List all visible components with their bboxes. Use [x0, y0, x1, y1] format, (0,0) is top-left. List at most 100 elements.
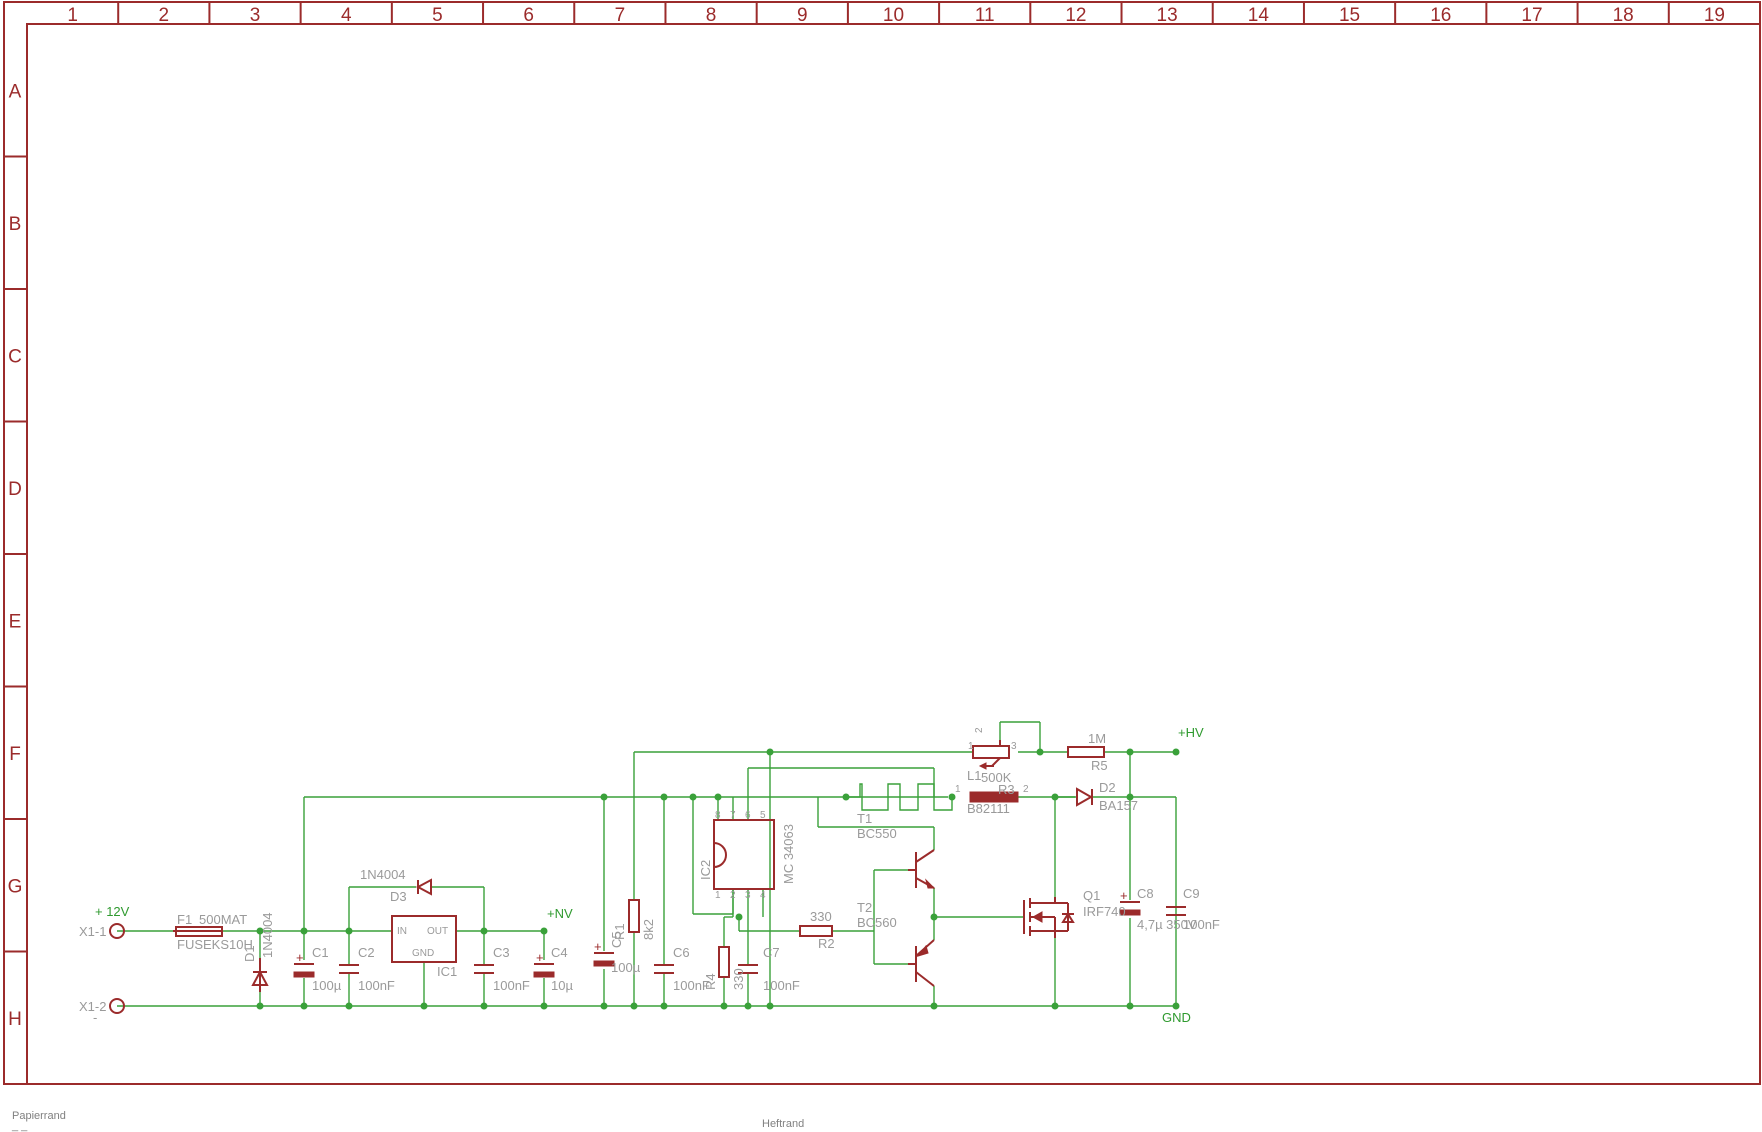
ic2-value: MC 34063 [781, 824, 796, 884]
fuse-f1-name: F1 [177, 912, 192, 927]
potentiometer-r3-value: 500K [981, 770, 1012, 785]
transistor-t2-value: BC560 [857, 915, 897, 930]
resistor-r1-value: 8k2 [641, 919, 656, 940]
transistor-t2-symbol [908, 939, 935, 987]
binding-edge-label: Heftrand [762, 1118, 804, 1130]
row-label-D: D [8, 479, 22, 500]
potentiometer-r3-name: R3 [998, 782, 1015, 797]
row-label-G: G [8, 876, 23, 897]
inductor-l1-value: B82111 [967, 801, 1010, 816]
capacitor-c2-name: C2 [358, 945, 375, 960]
capacitor-c1-name: C1 [312, 945, 329, 960]
ic1-pin-out: OUT [427, 926, 448, 937]
connector-x1-1-label: X1-1 [79, 924, 106, 939]
resistor-r5-name: R5 [1091, 758, 1108, 773]
column-label-9: 9 [797, 5, 808, 26]
diode-d3-value: 1N4004 [360, 867, 406, 882]
junctions [256, 748, 1180, 1010]
capacitor-c2-symbol [339, 964, 359, 974]
mosfet-q1-value: IRF740 [1083, 904, 1126, 919]
row-label-B: B [9, 214, 22, 235]
row-label-C: C [8, 346, 22, 367]
diode-d2-value: BA157 [1099, 798, 1138, 813]
mosfet-q1-symbol [1023, 897, 1075, 938]
column-label-12: 12 [1065, 5, 1086, 26]
potentiometer-r3-symbol [972, 740, 1010, 770]
capacitor-c6-value: 100nF [673, 978, 710, 993]
ic2-pin-2: 2 [730, 890, 736, 901]
transistor-t1-symbol [908, 849, 936, 889]
resistor-r1-name: R1 [612, 923, 627, 940]
resistor-r5-value: 1M [1088, 731, 1106, 746]
pot-pin-2: 2 [974, 727, 985, 733]
net-label-vin: + 12V [95, 904, 130, 919]
row-label-E: E [9, 611, 22, 632]
diode-d1-symbol [251, 958, 269, 992]
capacitor-c6-name: C6 [673, 945, 690, 960]
column-label-6: 6 [523, 5, 534, 26]
diode-d3-symbol [415, 878, 432, 896]
connector-x1-2-label: X1-2 [79, 999, 106, 1014]
ic2-pin-7: 7 [730, 810, 736, 821]
column-label-3: 3 [250, 5, 261, 26]
capacitor-c3-name: C3 [493, 945, 510, 960]
column-label-7: 7 [615, 5, 626, 26]
resistor-r5-symbol [1067, 746, 1105, 758]
mosfet-q1-name: Q1 [1083, 888, 1100, 903]
column-label-18: 18 [1613, 5, 1634, 26]
capacitor-c5-value: 100µ [611, 960, 641, 975]
connector-x1-2-symbol [109, 998, 125, 1014]
column-label-2: 2 [159, 5, 170, 26]
column-label-5: 5 [432, 5, 443, 26]
ic2-name: IC2 [698, 860, 713, 880]
column-label-4: 4 [341, 5, 352, 26]
capacitor-c9-value: 100nF [1183, 917, 1220, 932]
wires [117, 721, 1177, 1007]
capacitor-c5-symbol: + [593, 939, 615, 967]
net-label-hv: +HV [1178, 725, 1204, 740]
transistor-t1-name: T1 [857, 811, 872, 826]
capacitor-c1-value: 100µ [312, 978, 342, 993]
column-label-13: 13 [1157, 5, 1178, 26]
svg-text:+: + [1120, 888, 1128, 903]
capacitor-c4-value: 10µ [551, 978, 573, 993]
column-label-14: 14 [1248, 5, 1270, 26]
diode-d2-name: D2 [1099, 780, 1116, 795]
column-label-1: 1 [67, 5, 78, 26]
column-label-8: 8 [706, 5, 717, 26]
capacitor-c8-name: C8 [1137, 886, 1154, 901]
column-label-10: 10 [883, 5, 904, 26]
trace-serpentine [846, 783, 953, 811]
ic2-pin-6: 6 [745, 810, 751, 821]
svg-text:+: + [536, 950, 544, 965]
coil-pin-2: 2 [1023, 784, 1029, 795]
resistor-r1-symbol [628, 899, 640, 933]
capacitor-c8-symbol: + [1119, 888, 1141, 916]
resistor-r2-symbol [799, 925, 833, 937]
transistor-t1-value: BC550 [857, 826, 897, 841]
ic2-top-pin-numbers: 8 7 6 5 [715, 810, 766, 821]
ic2-mc34063-symbol [713, 819, 775, 890]
diode-d1-name: D1 [242, 945, 257, 962]
resistor-r2-name: R2 [818, 936, 835, 951]
ic1-pin-in: IN [397, 926, 407, 937]
resistor-r4-value: 330 [731, 968, 746, 990]
row-label-F: F [9, 744, 21, 765]
inductor-l1-name: L1 [967, 768, 981, 783]
ic2-pin-3: 3 [745, 890, 751, 901]
coil-pin-1: 1 [955, 784, 961, 795]
capacitor-c9-name: C9 [1183, 886, 1200, 901]
paper-edge-marker: _ _ [11, 1120, 28, 1132]
ic1-name: IC1 [437, 964, 457, 979]
net-label-nv: +NV [547, 906, 573, 921]
resistor-r2-value: 330 [810, 909, 832, 924]
column-label-17: 17 [1521, 5, 1542, 26]
capacitor-c1-symbol: + [293, 950, 315, 978]
capacitor-c7-value: 100nF [763, 978, 800, 993]
svg-text:+: + [296, 950, 304, 965]
connector-x1-1-symbol [109, 923, 125, 939]
capacitor-c5-name: C5 [609, 931, 624, 948]
diode-d1-value: 1N4004 [260, 912, 275, 958]
column-label-15: 15 [1339, 5, 1360, 26]
